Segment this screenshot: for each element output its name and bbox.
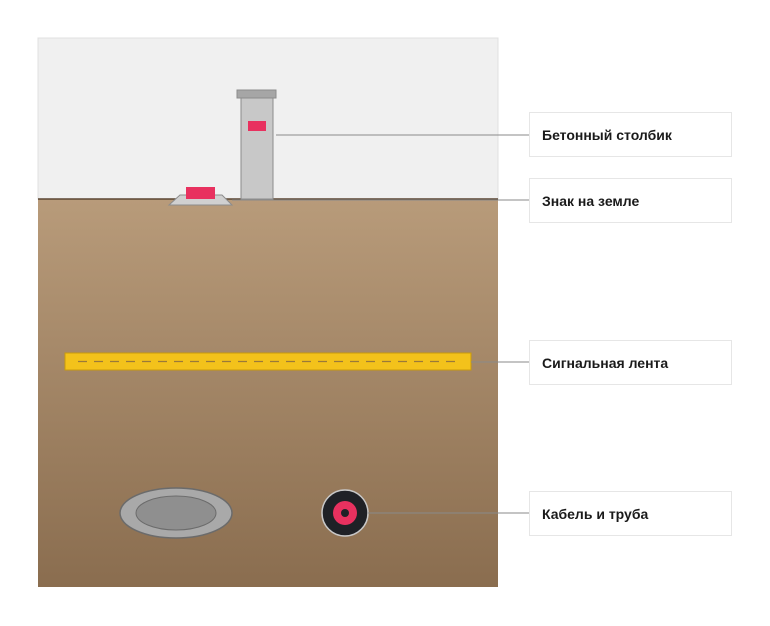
label-cable-and-pipe: Кабель и труба	[529, 491, 732, 536]
cable-core	[341, 509, 349, 517]
label-ground-sign: Знак на земле	[529, 178, 732, 223]
warning-tape-strip	[64, 352, 472, 371]
cable	[321, 489, 369, 537]
ground-sign	[167, 187, 234, 206]
label-warning-tape: Сигнальная лента	[529, 340, 732, 385]
concrete-post-body	[240, 97, 274, 200]
ground-sign-red-marker	[186, 187, 215, 199]
concrete-post	[236, 89, 277, 200]
pipe-inner	[135, 495, 217, 531]
soil-layer	[38, 199, 498, 587]
pipe	[119, 487, 233, 539]
label-concrete-post: Бетонный столбик	[529, 112, 732, 157]
concrete-post-red-marker	[248, 121, 266, 131]
concrete-post-cap	[236, 89, 277, 99]
warning-tape	[64, 352, 472, 371]
